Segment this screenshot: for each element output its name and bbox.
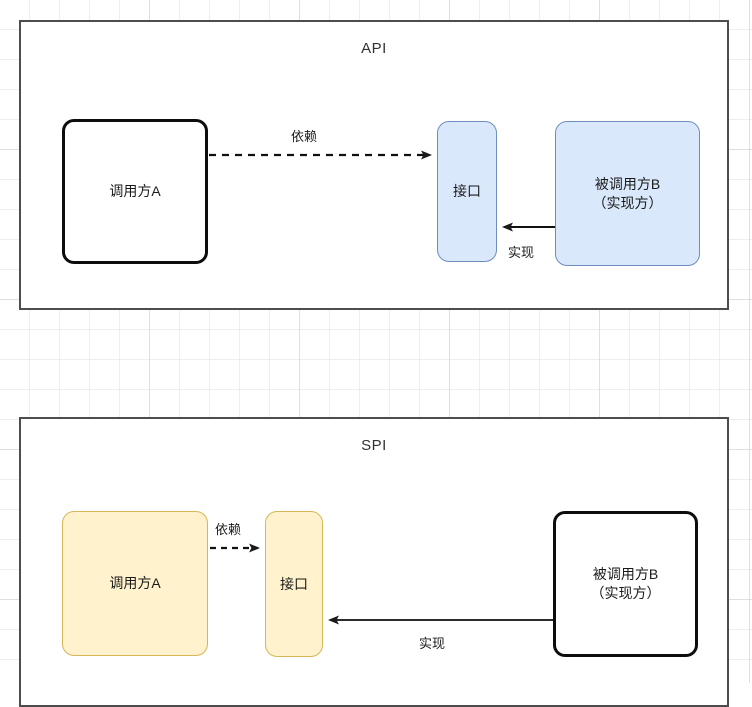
spi-callee-node[interactable]: 被调用方B （实现方） — [553, 511, 698, 657]
spi-callee-label: 被调用方B （实现方） — [591, 565, 661, 603]
api-caller-label: 调用方A — [109, 183, 161, 200]
spi-implement-edge-label: 实现 — [419, 636, 446, 651]
api-callee-label: 被调用方B （实现方） — [593, 175, 663, 213]
api-callee-label-line1: 被调用方B — [594, 175, 661, 192]
api-dependency-edge-label: 依赖 — [291, 129, 318, 144]
spi-callee-label-line1: 被调用方B — [592, 566, 659, 583]
api-callee-label-line2: （实现方） — [592, 194, 663, 211]
spi-callee-label-line2: （实现方） — [590, 585, 661, 601]
spi-caller-label: 调用方A — [109, 575, 161, 592]
spi-caller-node[interactable]: 调用方A — [62, 511, 208, 656]
api-interface-node[interactable]: 接口 — [437, 121, 497, 262]
spi-interface-node[interactable]: 接口 — [265, 511, 323, 657]
spi-dependency-edge-label: 依赖 — [215, 522, 242, 537]
api-interface-label: 接口 — [453, 183, 481, 200]
spi-interface-label: 接口 — [280, 575, 308, 592]
spi-container-title: SPI — [361, 437, 387, 454]
api-container-title: API — [361, 40, 387, 57]
api-caller-node[interactable]: 调用方A — [62, 119, 208, 264]
api-implement-edge-label: 实现 — [508, 245, 535, 260]
api-callee-node[interactable]: 被调用方B （实现方） — [555, 121, 700, 266]
